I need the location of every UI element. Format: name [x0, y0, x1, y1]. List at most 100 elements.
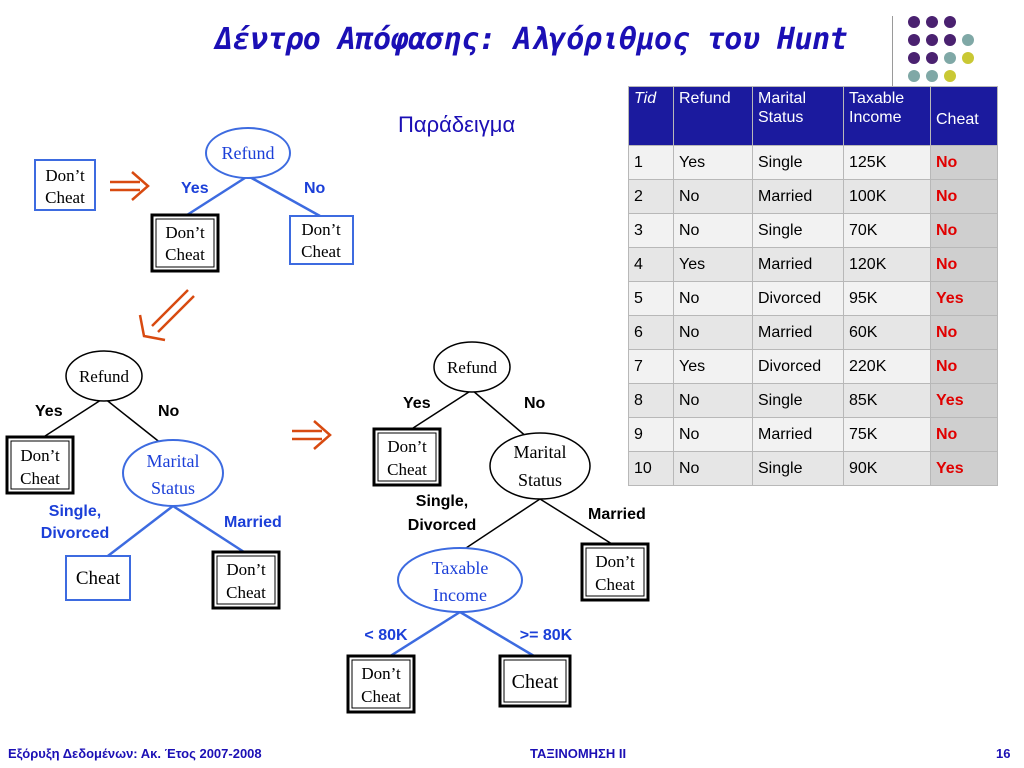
- cell-income: 85K: [843, 383, 931, 418]
- cell-refund: No: [673, 383, 753, 418]
- table-header-row: Tid Refund Marital Status Taxable Income…: [628, 86, 998, 146]
- tree2-leaf-yes: [5, 435, 75, 495]
- cell-refund: No: [673, 417, 753, 452]
- cell-tid: 2: [628, 179, 674, 214]
- tree1-leaf-right: [289, 215, 354, 265]
- cell-tid: 8: [628, 383, 674, 418]
- tree3-leaf-married-line2: Cheat: [595, 575, 635, 594]
- tree1-root-node: [205, 127, 291, 179]
- tree2-marital-node: [122, 439, 224, 507]
- cell-tid: 6: [628, 315, 674, 350]
- cell-income: 220K: [843, 349, 931, 384]
- cell-tid: 5: [628, 281, 674, 316]
- cell-refund: No: [673, 451, 753, 486]
- header-income: Taxable Income: [843, 86, 931, 146]
- cell-refund: Yes: [673, 145, 753, 180]
- cell-income: 100K: [843, 179, 931, 214]
- tree3-marital-line1: Marital: [514, 442, 567, 462]
- tree1-no-label: No: [304, 180, 326, 197]
- cell-income: 70K: [843, 213, 931, 248]
- cell-refund: No: [673, 179, 753, 214]
- tree3-leaf-yes: [372, 427, 442, 487]
- cell-marital: Single: [752, 383, 844, 418]
- tree3-married-label: Married: [588, 506, 646, 523]
- cell-marital: Married: [752, 247, 844, 282]
- cell-income: 60K: [843, 315, 931, 350]
- cell-cheat: No: [930, 315, 998, 350]
- cell-cheat: No: [930, 349, 998, 384]
- tree2-marital-line1: Marital: [147, 451, 200, 471]
- tree3-leaf-lt: [346, 654, 416, 714]
- cell-marital: Married: [752, 417, 844, 452]
- cell-marital: Married: [752, 315, 844, 350]
- right-arrow-1: [110, 171, 150, 201]
- initial-leaf-line1: Don’t: [45, 166, 85, 185]
- cell-tid: 4: [628, 247, 674, 282]
- tree3-leaf-married-line1: Don’t: [595, 552, 635, 571]
- tree2-married-label: Married: [224, 514, 282, 531]
- tree2-leaf-single: [65, 555, 131, 601]
- cell-cheat: No: [930, 145, 998, 180]
- tree1-root-label: Refund: [222, 143, 275, 163]
- tree2-leaf-married-line1: Don’t: [226, 560, 266, 579]
- tree2-leaf-married: [211, 550, 281, 610]
- tree3-yes-label: Yes: [403, 395, 431, 412]
- example-subtitle: Παράδειγμα: [398, 112, 516, 137]
- tree3-ge-label: >= 80K: [520, 627, 573, 644]
- right-arrow-2: [292, 420, 332, 450]
- cell-tid: 10: [628, 451, 674, 486]
- header-cheat: Cheat: [930, 86, 998, 146]
- cell-cheat: No: [930, 179, 998, 214]
- cell-income: 90K: [843, 451, 931, 486]
- footer-course: Εξόρυξη Δεδομένων: Ακ. Έτος 2007-2008: [8, 746, 262, 761]
- cell-refund: Yes: [673, 247, 753, 282]
- header-marital: Marital Status: [752, 86, 844, 146]
- cell-cheat: No: [930, 417, 998, 452]
- cell-marital: Single: [752, 213, 844, 248]
- tree3-leaf-married: [580, 542, 650, 602]
- cell-marital: Single: [752, 451, 844, 486]
- tree3-leaf-lt-line1: Don’t: [361, 664, 401, 683]
- initial-leaf-line2: Cheat: [45, 188, 85, 207]
- tree2-no-label: No: [158, 403, 180, 420]
- cell-income: 75K: [843, 417, 931, 452]
- cell-cheat: Yes: [930, 451, 998, 486]
- header-tid: Tid: [628, 86, 674, 146]
- footer-page-number: 16: [996, 746, 1011, 761]
- tree2-single-line2: Divorced: [41, 525, 109, 542]
- cell-tid: 9: [628, 417, 674, 452]
- tree2-leaf-yes-line2: Cheat: [20, 469, 60, 488]
- tree3-leaf-yes-line2: Cheat: [387, 460, 427, 479]
- tree3-leaf-lt-line2: Cheat: [361, 687, 401, 706]
- tree3-income-line2: Income: [433, 585, 487, 605]
- tree3-leaf-ge: [498, 654, 572, 708]
- cell-income: 120K: [843, 247, 931, 282]
- tree1-leaf-right-line1: Don’t: [301, 220, 341, 239]
- cell-refund: Yes: [673, 349, 753, 384]
- title-divider: [892, 16, 893, 106]
- tree3-lt-label: < 80K: [364, 627, 408, 644]
- tree3-income-node: [397, 547, 523, 613]
- tree3-leaf-yes-line1: Don’t: [387, 437, 427, 456]
- footer-topic: ΤΑΞΙΝΟΜΗΣΗ II: [530, 746, 627, 761]
- cell-refund: No: [673, 281, 753, 316]
- tree1-leaf-left-line1: Don’t: [165, 223, 205, 242]
- tree3-income-line1: Taxable: [432, 558, 489, 578]
- tree2-leaf-married-line2: Cheat: [226, 583, 266, 602]
- cell-marital: Married: [752, 179, 844, 214]
- tree3-single-line1: Single,: [416, 493, 468, 510]
- cell-cheat: No: [930, 213, 998, 248]
- tree2-root-label: Refund: [79, 367, 130, 386]
- tree1-leaf-left: [150, 213, 220, 273]
- cell-income: 125K: [843, 145, 931, 180]
